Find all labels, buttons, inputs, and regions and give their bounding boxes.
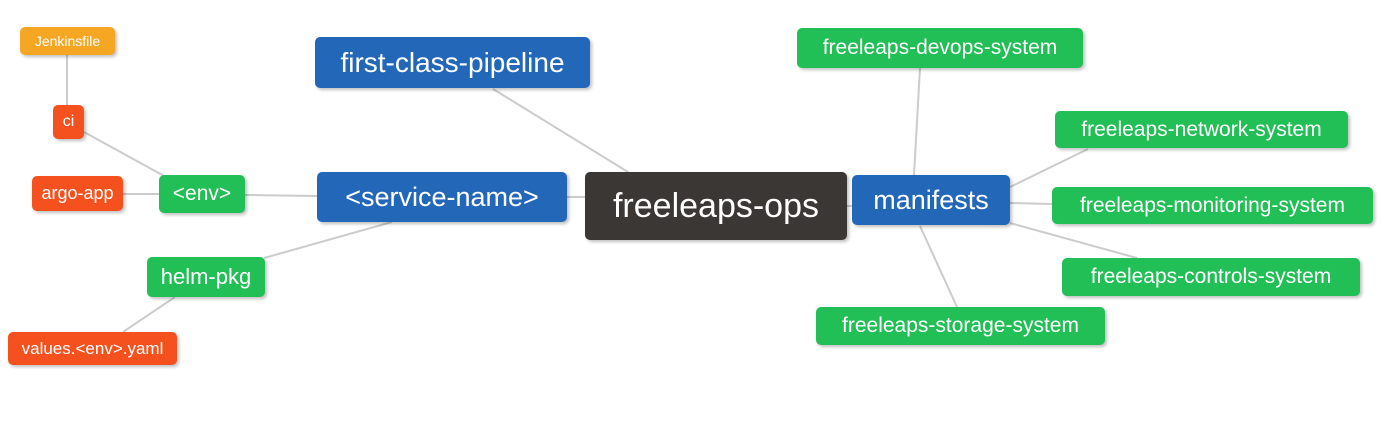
node-freeleaps-network-system[interactable]: freeleaps-network-system (1055, 111, 1348, 148)
node-freeleaps-monitoring-system[interactable]: freeleaps-monitoring-system (1052, 187, 1373, 224)
node-helm-pkg[interactable]: helm-pkg (147, 257, 265, 297)
edge-manifests-devops (913, 67, 921, 176)
node-first-class-pipeline[interactable]: first-class-pipeline (315, 37, 590, 88)
edge-env-service-name (244, 194, 318, 197)
node-freeleaps-ops-root[interactable]: freeleaps-ops (585, 172, 847, 240)
node-freeleaps-storage-system[interactable]: freeleaps-storage-system (816, 307, 1105, 345)
edge-pipeline-ops (492, 88, 629, 173)
edge-service-name-helm-pkg (263, 221, 393, 259)
node-argo-app[interactable]: argo-app (32, 176, 123, 211)
node-manifests[interactable]: manifests (852, 175, 1010, 225)
edge-ci-env (83, 131, 167, 178)
node-env[interactable]: <env> (159, 175, 245, 213)
node-values-env-yaml[interactable]: values.<env>.yaml (8, 332, 177, 365)
edge-manifests-controls (1009, 222, 1138, 259)
edge-manifests-monitoring (1009, 202, 1053, 205)
edge-manifests-storage (919, 225, 958, 308)
node-service-name[interactable]: <service-name> (317, 172, 567, 222)
node-freeleaps-controls-system[interactable]: freeleaps-controls-system (1062, 258, 1360, 296)
edge-helm-pkg-values (122, 296, 176, 333)
node-ci[interactable]: ci (53, 105, 84, 139)
node-freeleaps-devops-system[interactable]: freeleaps-devops-system (797, 28, 1083, 68)
node-jenkinsfile[interactable]: Jenkinsfile (20, 27, 115, 55)
edge-manifests-network (1009, 148, 1089, 188)
